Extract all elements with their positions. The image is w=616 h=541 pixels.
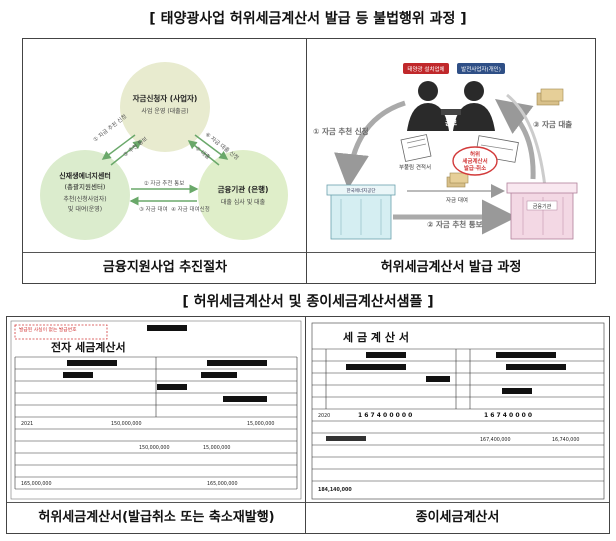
bank-sub: 대출 심사 및 대출	[221, 198, 266, 206]
fake-invoice-diagram: 태양광 설치업체 발전사업자(개인) 공모 ① 자금 추천 신청 ② 자금 추천…	[313, 63, 578, 240]
samples-title: [ 허위세금계산서 및 종이세금계산서샘플 ]	[182, 294, 434, 310]
paper-invoice-caption: 종이세금계산서	[306, 502, 609, 533]
paper-invoice-doc: 세 금 계 산 서 2020 1 6 7 4 0 0 0 0 0 1 6 7 4…	[311, 322, 605, 500]
step-2: ② 자금 추천 통보	[144, 179, 185, 187]
total-cell: 165,000,000	[21, 481, 52, 487]
line-tax: 16,740,000	[552, 437, 579, 443]
money-icon-small	[446, 172, 469, 188]
applicant-sub: 사업 운영 (대출금)	[141, 107, 188, 115]
fake-invoice-process-panel: 태양광 설치업체 발전사업자(개인) 공모 ① 자금 추천 신청 ② 자금 추천…	[306, 38, 596, 284]
supply-amount: 150,000,000	[139, 445, 170, 451]
center-sub: (총괄지원센터)	[65, 182, 106, 191]
applicant-title: 자금신청자 (사업자)	[133, 93, 198, 103]
step-7: ⑦ 대출	[194, 144, 212, 161]
paper-year: 2020	[318, 413, 330, 419]
cash-cell: 165,000,000	[207, 481, 238, 487]
fake-invoice-stamp	[452, 146, 498, 176]
fake-invoice-process-caption: 허위세금계산서 발급 과정	[307, 252, 595, 283]
step-1-label: ① 자금 추천 신청	[313, 126, 369, 136]
bank-node	[198, 150, 288, 240]
invoice-grid	[14, 356, 298, 490]
e-invoice-title: 전자 세금계산서	[51, 340, 126, 354]
inflated-quote-doc-icon	[400, 134, 432, 162]
stamp-line3: 발급·취소	[464, 164, 486, 172]
conspiracy-label: 공모	[445, 119, 457, 127]
header-note: 발급된 사실이 없는 발급번호	[19, 326, 77, 333]
tax-digits: 1 6 7 4 0 0 0 0	[484, 412, 532, 419]
bank-title: 금융기관 (은행)	[218, 184, 269, 194]
financing-procedure-caption: 금융지원사업 추진절차	[23, 252, 307, 283]
line-amount: 167,400,000	[480, 437, 511, 443]
paper-invoice-grid	[312, 348, 604, 482]
electronic-invoice-panel: 발급된 사실이 없는 발급번호 전자 세금계산서 2021 150	[6, 316, 307, 534]
center-note2: 및 대여(운영)	[68, 205, 102, 213]
energy-agency-box	[326, 184, 396, 240]
center-note1: 추천(신청사업자)	[63, 195, 106, 203]
tax-cell: 15,000,000	[247, 421, 274, 427]
paper-invoice-panel: 세 금 계 산 서 2020 1 6 7 4 0 0 0 0 0 1 6 7 4…	[305, 316, 610, 534]
money-icon	[536, 88, 564, 106]
fake-number-highlight	[14, 324, 108, 340]
step-3: ③ 자금 대여	[139, 205, 168, 213]
quote-label: 부풀림 견적서	[399, 163, 431, 171]
step-3-label: ③ 자금 대출	[533, 119, 572, 129]
amount-digits: 1 6 7 4 0 0 0 0 0	[358, 412, 412, 419]
issue-date: 2021	[21, 421, 33, 427]
paper-total: 184,140,000	[318, 487, 352, 493]
loan-label: 자금 대여	[446, 196, 468, 204]
energy-center-node	[40, 150, 130, 240]
bank-box-label: 금융기관	[533, 203, 552, 210]
energy-agency-label: 한국에너지공단	[347, 187, 376, 194]
conspirators-icon	[407, 81, 495, 131]
amount-cell: 150,000,000	[111, 421, 142, 427]
financing-procedure-panel: 자금신청자 (사업자) 사업 운영 (대출금) 신재생에너지센터 (총괄지원센터…	[22, 38, 308, 284]
supply-tax: 15,000,000	[203, 445, 230, 451]
step-2-label: ② 자금 추천 통보	[427, 219, 483, 229]
procedure-diagram: 자금신청자 (사업자) 사업 운영 (대출금) 신재생에너지센터 (총괄지원센터…	[40, 62, 288, 240]
applicant-node	[120, 62, 210, 152]
top-title: [ 태양광사업 허위세금계산서 발급 등 불법행위 과정 ]	[149, 11, 467, 27]
electronic-invoice-caption: 허위세금계산서(발급취소 또는 축소재발행)	[7, 502, 306, 533]
center-title: 신재생에너지센터	[59, 171, 111, 180]
bank-box	[506, 182, 578, 240]
stamp-line1: 허위	[470, 150, 480, 158]
step-4: ④ 자금 대여신청	[171, 205, 210, 213]
step-1: ① 자금 추천 신청	[91, 112, 128, 143]
installer-label: 태양광 설치업체	[407, 65, 444, 73]
stamp-line2: 세금계산서	[462, 157, 487, 165]
paper-invoice-title: 세 금 계 산 서	[343, 330, 409, 344]
generator-label: 발전사업자(개인)	[461, 65, 501, 73]
electronic-invoice-doc: 발급된 사실이 없는 발급번호 전자 세금계산서 2021 150	[10, 320, 302, 500]
